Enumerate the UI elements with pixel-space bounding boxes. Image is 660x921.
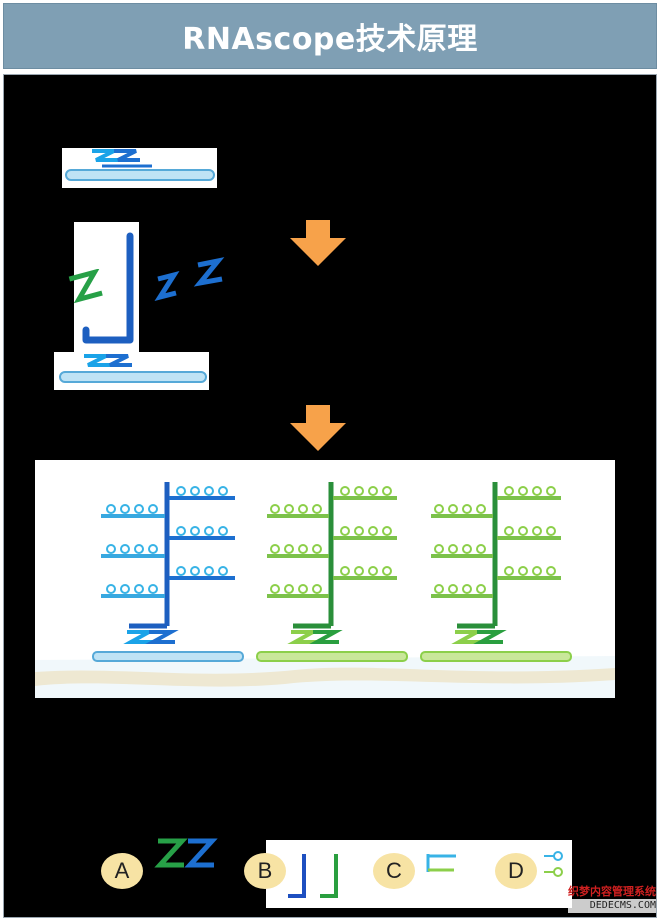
label-probe-icon	[544, 851, 563, 877]
step2-rna-panel	[54, 352, 209, 390]
l-preamplifier-icon	[288, 854, 338, 898]
legend-label-c: C	[373, 853, 415, 889]
green-z-icon	[68, 269, 103, 304]
down-arrow-icon	[290, 220, 346, 266]
legend-panel: B C D	[244, 840, 572, 908]
amplifier-icon	[35, 482, 615, 698]
page-title: RNAscope技术原理	[182, 22, 478, 57]
blue-zz-icon	[154, 257, 225, 301]
legend-label-d: D	[495, 853, 537, 889]
zz-probe-icon	[154, 838, 218, 868]
diagram-panel: A B C D	[3, 74, 657, 918]
watermark-line2: DEDECMS.COM	[568, 899, 656, 913]
step1-rna-zz-panel	[62, 148, 217, 188]
title-bar: RNAscope技术原理	[3, 3, 657, 69]
zz-probe-icon	[65, 149, 215, 181]
l-preamplifier-icon	[82, 232, 134, 344]
watermark: 织梦内容管理系统 DEDECMS.COM	[568, 885, 656, 913]
down-arrow-icon	[290, 405, 346, 451]
step3-amplification-panel	[35, 460, 615, 698]
legend-label-a: A	[101, 853, 143, 889]
step2-preamplifier-panel	[74, 222, 139, 352]
legend-label-b: B	[244, 853, 286, 889]
watermark-line1: 织梦内容管理系统	[568, 885, 656, 898]
amplifier-icon	[426, 854, 456, 872]
